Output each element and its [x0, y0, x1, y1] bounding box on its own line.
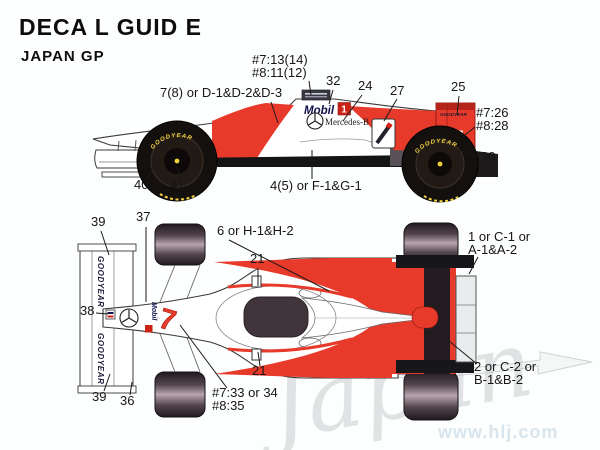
- side-floor: [182, 155, 418, 167]
- top-red-lower: [214, 318, 392, 378]
- side-red-swoosh: [212, 103, 294, 158]
- callout-cockpit-decal-side: 7(8) or D-1&D-2&D-3: [160, 85, 283, 100]
- top-floor-bar-upper: [396, 255, 474, 268]
- airbox-decal: [301, 89, 331, 101]
- callout-nose-number: #7:33 or 34 #8:35: [212, 385, 278, 413]
- callout-rear-wing-lower: 2 or C-2 or B-1&B-2: [474, 359, 537, 387]
- mirror-lower: [251, 347, 262, 361]
- top-wheel-rear-right: [403, 370, 459, 421]
- top-floor-bar-lower: [396, 360, 474, 373]
- mercedes-logo: Mercedes-B: [306, 112, 369, 130]
- leader-lines: [95, 80, 481, 396]
- callout-cockpit-decal-top: 6 or H-1&H-2: [217, 223, 294, 238]
- top-wheel-front-left: [154, 223, 206, 266]
- mobil1-logo: Mobil 1: [304, 102, 351, 117]
- callout-40: 40: [134, 177, 149, 192]
- side-view-drawing: GOODYEAR 7 Mobil 1 Mercedes-B: [92, 89, 498, 203]
- side-rear-wheel: GOODYEAR: [401, 125, 479, 203]
- callout-rear-wing-side: #7:26 #8:28: [476, 105, 509, 133]
- callout-41: 41: [170, 177, 185, 192]
- watermark-url: www.hlj.com: [438, 422, 559, 442]
- callout-floor-decal: 4(5) or F-1&G-1: [270, 178, 362, 193]
- callout-25: 25: [451, 79, 466, 94]
- endplate-goodyear-text: GOODYEAR: [440, 112, 467, 117]
- mirror-upper: [251, 275, 262, 289]
- callout-39-top: 39: [91, 214, 106, 229]
- callout-airbox: #7:13(14) #8:11(12): [252, 52, 308, 80]
- callout-21-bottom: 21: [252, 363, 267, 378]
- top-red-tip: [411, 306, 439, 329]
- callout-36: 36: [120, 393, 135, 408]
- wing-goodyear-lower: GOODYEAR: [96, 333, 105, 384]
- top-cockpit-opening: [243, 296, 309, 338]
- top-red-upper: [214, 258, 392, 318]
- callout-32: 32: [326, 73, 341, 88]
- wing-goodyear-upper: GOODYEAR: [96, 256, 105, 307]
- page-title: DECA L GUID E: [19, 14, 202, 40]
- callout-37: 37: [136, 209, 151, 224]
- top-view-drawing: GOODYEAR GOODYEAR: [77, 222, 477, 421]
- page-subtitle: JAPAN GP: [21, 48, 105, 65]
- top-wheel-front-right: [154, 371, 206, 418]
- svg-text:Mobil: Mobil: [150, 302, 157, 321]
- callout-38: 38: [80, 303, 95, 318]
- nose-mobil-mini-decal: [105, 309, 116, 320]
- callout-21-top: 21: [250, 251, 265, 266]
- top-rear-wing-element: [455, 275, 477, 363]
- side-front-wheel: GOODYEAR: [136, 120, 218, 202]
- svg-text:1: 1: [341, 105, 347, 116]
- nose-mercedes-logo: [119, 308, 139, 328]
- callout-rear-wing-upper: 1 or C-1 or A-1&A-2: [468, 229, 531, 257]
- svg-text:Mercedes-B: Mercedes-B: [325, 117, 369, 127]
- callout-24: 24: [358, 78, 373, 93]
- callout-30: 30: [481, 149, 496, 164]
- brush-decal: [371, 118, 396, 149]
- callout-27: 27: [390, 83, 405, 98]
- nose-mobil-text: Mobil: [145, 302, 157, 333]
- callout-39-bottom: 39: [92, 389, 107, 404]
